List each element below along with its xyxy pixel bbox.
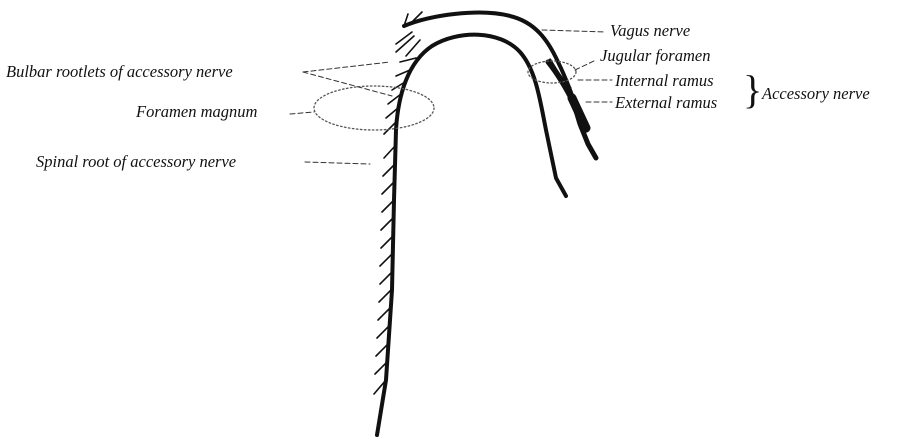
label-vagus-nerve: Vagus nerve <box>610 23 690 40</box>
leader-lines <box>290 30 612 164</box>
accessory-nerve-brace: } <box>743 70 762 110</box>
label-external-ramus: External ramus <box>615 95 717 112</box>
foramen-magnum-ellipse <box>314 86 434 130</box>
label-foramen-magnum: Foramen magnum <box>136 104 257 121</box>
bulbar-rootlets <box>384 12 422 134</box>
label-jugular-foramen: Jugular foramen <box>600 48 710 65</box>
label-accessory-nerve: Accessory nerve <box>762 86 870 103</box>
accessory-nerve-thickening <box>572 98 586 128</box>
label-spinal-root: Spinal root of accessory nerve <box>36 154 236 171</box>
label-bulbar-rootlets: Bulbar rootlets of accessory nerve <box>6 64 233 81</box>
external-ramus-nerve <box>548 62 596 158</box>
label-internal-ramus: Internal ramus <box>615 73 714 90</box>
spinal-root-nerve <box>377 35 566 435</box>
